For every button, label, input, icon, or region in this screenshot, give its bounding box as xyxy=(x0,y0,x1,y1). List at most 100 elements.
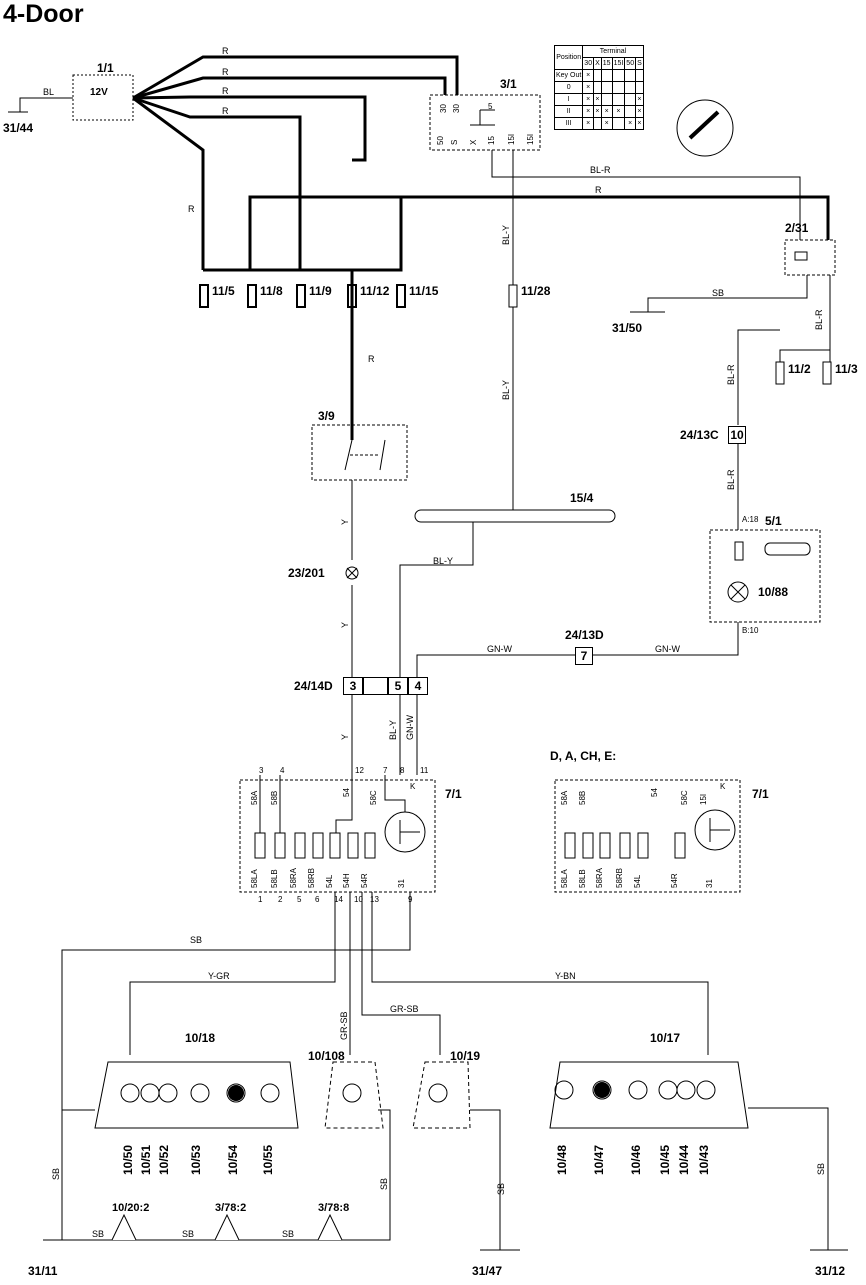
flasher-main-ref: 7/1 xyxy=(445,787,462,801)
bulb-label: 10/46 xyxy=(629,1144,643,1175)
flasher-pin: 7 xyxy=(383,766,388,775)
flasher-alt-box xyxy=(554,779,741,893)
flasher-term: 54R xyxy=(360,873,369,888)
table-header: Terminal xyxy=(582,45,644,58)
connector-24-14d-pin: 4 xyxy=(408,677,428,695)
wire-color-label: R xyxy=(222,106,229,116)
connector-24-13c-ref: 24/13C xyxy=(680,428,719,442)
ignition-switch-box xyxy=(429,94,541,151)
wire-color-label: BL-Y xyxy=(433,556,454,566)
wire-color-label: Y xyxy=(340,621,350,628)
terminal-cell: X xyxy=(593,57,602,70)
wire-color-label: BL xyxy=(43,87,55,97)
plate-lamp-housing xyxy=(324,1061,384,1129)
rear-right-housing xyxy=(549,1061,749,1129)
bulb-label: 10/45 xyxy=(658,1144,672,1175)
flasher-pin: 2 xyxy=(278,895,283,904)
hazard-switch-box xyxy=(311,424,408,481)
plate-lamp-2-ref: 10/19 xyxy=(450,1049,481,1063)
switch-terminal-label: 50 xyxy=(436,136,445,145)
flasher-term: K xyxy=(410,782,416,791)
ground-label: 31/50 xyxy=(612,321,643,335)
instrument-box xyxy=(709,529,821,623)
flasher-pin: 13 xyxy=(370,895,379,904)
fuse-label: 11/5 xyxy=(212,284,235,298)
bulb-label: 10/47 xyxy=(592,1144,606,1175)
switch-terminal-label: X xyxy=(469,139,478,145)
wire-color-label: BL-Y xyxy=(501,379,511,400)
ground-label: 31/44 xyxy=(3,121,34,135)
battery-ref: 1/1 xyxy=(97,61,114,75)
bulb-label: 10/50 xyxy=(121,1144,135,1175)
battery-box xyxy=(72,74,134,121)
fuse-label: 11/28 xyxy=(521,284,551,298)
bulb-label: 10/43 xyxy=(697,1144,711,1175)
terminal-cell: 50 xyxy=(624,57,637,70)
switch-terminal-label: 30 xyxy=(439,104,448,113)
flasher-alt-term: 15I xyxy=(699,793,708,805)
flasher-term: 58B xyxy=(270,790,279,805)
terminal-cell: 15I xyxy=(611,57,626,70)
wire-color-label: R xyxy=(368,354,375,364)
fuse-label: 11/9 xyxy=(309,284,332,298)
wire-color-label: Y-BN xyxy=(555,971,576,981)
wire-color-label: GN-W xyxy=(405,715,415,740)
flasher-alt-term: 58C xyxy=(680,790,689,805)
flasher-alt-term: 54R xyxy=(670,873,679,888)
flasher-term: 54L xyxy=(325,874,334,888)
bulb-label: 10/55 xyxy=(261,1144,275,1175)
flasher-term: 58RA xyxy=(289,867,298,888)
wire-color-label: GN-W xyxy=(487,644,512,654)
terminal-cell: 30 xyxy=(582,57,595,70)
wire-color-label: GR-SB xyxy=(390,1004,419,1014)
flasher-pin: 9 xyxy=(408,895,413,904)
fuse-label: 11/3 xyxy=(835,362,858,376)
switch-terminal-label: S xyxy=(450,139,459,145)
flasher-term: 54H xyxy=(342,873,351,888)
connector-24-13c-pin: 10 xyxy=(728,426,746,444)
flasher-main-box xyxy=(239,779,436,893)
switch-terminal-label: 15I xyxy=(526,133,535,145)
wire-color-label: Y-GR xyxy=(208,971,230,981)
flasher-term: 58A xyxy=(250,790,259,805)
connector-24-13d-ref: 24/13D xyxy=(565,628,604,642)
position-cell: I xyxy=(553,93,584,106)
wire-color-label: R xyxy=(188,204,195,214)
terminal-cell: S xyxy=(635,57,644,70)
wire-color-label: SB xyxy=(379,1177,389,1190)
plate-lamp-2-housing xyxy=(412,1061,471,1129)
flasher-pin: 6 xyxy=(315,895,320,904)
ground-label: 31/47 xyxy=(472,1264,503,1278)
rear-right-ref: 10/17 xyxy=(650,1031,681,1045)
position-cell: Key Out xyxy=(553,69,584,82)
wire-color-label: R xyxy=(222,86,229,96)
plate-lamp-ref: 10/108 xyxy=(308,1049,345,1063)
fuse-label: 11/15 xyxy=(409,284,439,298)
wire-color-label: BL-R xyxy=(726,364,736,385)
bulb-label: 10/54 xyxy=(226,1144,240,1175)
page-title: 4-Door xyxy=(3,0,84,28)
switch-terminal-label: 5 xyxy=(488,102,493,111)
wire-color-label: SB xyxy=(190,935,203,945)
ground-point-label: 3/78:8 xyxy=(318,1202,350,1214)
fuse-label: 11/2 xyxy=(788,362,811,376)
flasher-term: 58C xyxy=(369,790,378,805)
wire-color-label: BL-R xyxy=(590,165,611,175)
wire-color-label: SB xyxy=(92,1229,105,1239)
flasher-alt-ref: 7/1 xyxy=(752,787,769,801)
wire-color-label: BL-Y xyxy=(501,224,511,245)
switch-terminal-label: 15I xyxy=(507,133,516,145)
hazard-switch-ref: 3/9 xyxy=(318,409,335,423)
flasher-pin: 10 xyxy=(354,895,363,904)
bulb-label: 10/44 xyxy=(677,1144,691,1175)
connector-block-ref: 15/4 xyxy=(570,491,594,505)
bulb-label: 10/51 xyxy=(139,1144,153,1175)
flasher-alt-term: 54 xyxy=(650,788,659,797)
flasher-term: 31 xyxy=(397,879,406,888)
wire-color-label: BL-Y xyxy=(388,719,398,740)
bulb-23-201-ref: 23/201 xyxy=(288,566,325,580)
flasher-alt-term: 58B xyxy=(578,790,587,805)
instrument-ref: 5/1 xyxy=(765,514,782,528)
flasher-alt-term: 58RB xyxy=(615,867,624,888)
wire-color-label: SB xyxy=(182,1229,195,1239)
